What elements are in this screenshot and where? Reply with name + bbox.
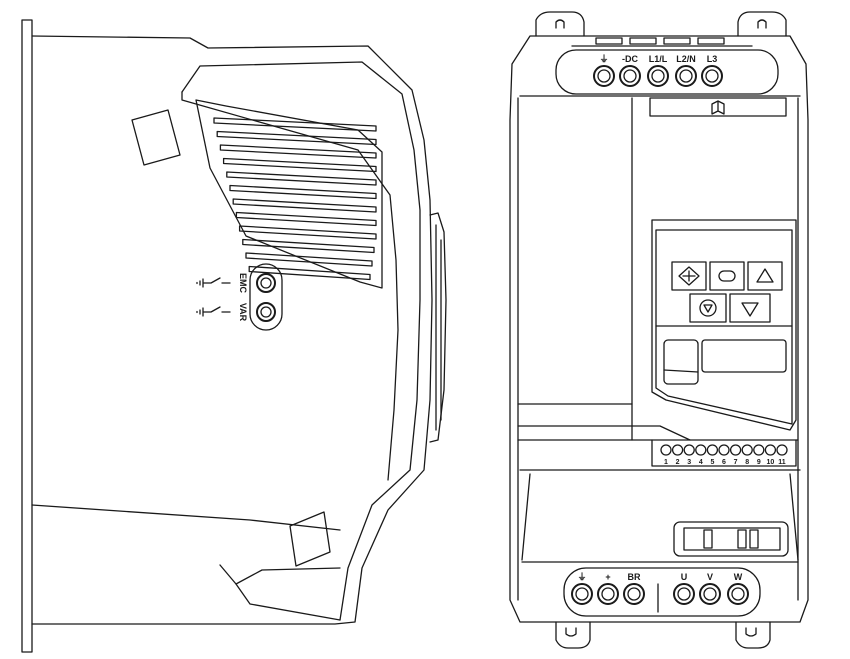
navigate-icon xyxy=(678,266,700,286)
side-panel-edge xyxy=(181,91,399,481)
side-lower-contour-2 xyxy=(235,567,341,585)
control-terminal-screw[interactable] xyxy=(683,444,695,456)
top-terminal-screw[interactable] xyxy=(593,65,615,87)
emc-ground-symbol-icon xyxy=(196,277,231,288)
bottom-terminals: ⏚ + BR U V W xyxy=(571,572,749,605)
side-keypad-edge xyxy=(429,212,447,443)
side-lower-contour xyxy=(219,564,341,621)
top-terminals: ⏚ -DC L1/L L2/N L3 xyxy=(593,54,723,87)
mounting-plate xyxy=(21,19,33,653)
top-terminal-screw[interactable] xyxy=(619,65,641,87)
slide-switch-housing xyxy=(673,521,789,557)
side-body xyxy=(31,35,433,625)
stop-button[interactable] xyxy=(689,293,727,323)
control-terminal-label: 3 xyxy=(687,459,691,466)
var-ground-symbol-icon xyxy=(196,306,231,317)
control-terminal-screw[interactable] xyxy=(695,444,707,456)
top-terminal-label: ⏚ xyxy=(599,54,608,64)
control-terminal-label: 7 xyxy=(734,459,738,466)
bottom-mount-tab-left xyxy=(555,621,591,649)
top-grooves xyxy=(595,37,725,45)
side-inner-contour xyxy=(181,61,421,621)
down-icon xyxy=(741,302,759,317)
bottom-terminal-label: U xyxy=(681,572,688,582)
top-terminal-label: -DC xyxy=(622,54,638,64)
bottom-terminal-label: + xyxy=(605,572,610,582)
emc-label: EMC xyxy=(238,273,248,294)
vent-frame xyxy=(195,99,383,289)
bottom-terminal-block xyxy=(563,567,761,617)
bottom-terminal-screw[interactable] xyxy=(571,583,593,605)
control-terminal-label: 1 xyxy=(664,459,668,466)
var-switch[interactable] xyxy=(256,302,276,322)
bottom-terminal-label: BR xyxy=(628,572,641,582)
control-terminal-label: 8 xyxy=(745,459,749,466)
var-label: VAR xyxy=(238,303,248,322)
control-terminal-screw[interactable] xyxy=(718,444,730,456)
control-terminal-label: 9 xyxy=(757,459,761,466)
top-terminal-label: L1/L xyxy=(649,54,668,64)
top-terminal-label: L3 xyxy=(707,54,718,64)
front-view: ⏚ -DC L1/L L2/N L3 xyxy=(509,11,809,649)
control-terminal-screw[interactable] xyxy=(764,444,777,456)
bottom-terminal-screw[interactable] xyxy=(673,583,695,605)
control-terminal-label: 5 xyxy=(710,459,714,466)
control-terminal-screw[interactable] xyxy=(753,444,765,456)
control-terminal-label: 10 xyxy=(767,459,775,466)
control-terminal-screw[interactable] xyxy=(660,444,672,456)
front-body xyxy=(509,35,809,623)
bottom-terminal-screw[interactable] xyxy=(597,583,619,605)
side-base-edge xyxy=(31,504,341,531)
keypad-housing xyxy=(651,219,797,431)
display-window xyxy=(701,339,787,373)
slide-switch[interactable] xyxy=(683,527,781,551)
bottom-terminal-label: W xyxy=(734,572,743,582)
control-terminal-screw[interactable] xyxy=(741,444,753,456)
indicator-window xyxy=(663,339,699,385)
top-terminal-screw[interactable] xyxy=(675,65,697,87)
bottom-terminal-screw[interactable] xyxy=(699,583,721,605)
navigate-cycle-button[interactable] xyxy=(709,261,745,291)
manual-flap xyxy=(649,97,787,117)
control-terminal-screw[interactable] xyxy=(671,444,684,456)
side-view: EMC VAR xyxy=(21,19,447,653)
vent-grille xyxy=(213,117,377,281)
front-cover xyxy=(517,97,799,441)
up-icon xyxy=(756,268,774,283)
navigate-button[interactable] xyxy=(671,261,707,291)
book-icon xyxy=(711,100,725,115)
cycle-icon xyxy=(718,270,736,282)
control-terminal-screw[interactable] xyxy=(729,444,742,456)
keypad-frame xyxy=(655,229,793,327)
top-terminal-block xyxy=(555,49,779,95)
side-slot-bottom xyxy=(289,511,331,567)
control-terminal-screw[interactable] xyxy=(776,444,788,456)
bottom-terminal-label: V xyxy=(707,572,713,582)
control-terminal-label: 6 xyxy=(722,459,726,466)
top-terminal-screw[interactable] xyxy=(647,65,669,87)
top-terminal-screw[interactable] xyxy=(701,65,723,87)
stop-icon xyxy=(699,299,717,317)
down-button[interactable] xyxy=(729,293,771,323)
control-terminal-label: 4 xyxy=(699,459,703,466)
control-terminal-label: 11 xyxy=(778,459,786,466)
control-terminal-label: 2 xyxy=(676,459,680,466)
up-button[interactable] xyxy=(747,261,783,291)
bottom-mount-tab-right xyxy=(735,621,771,649)
side-slot-top xyxy=(131,109,181,166)
control-terminal-screw[interactable] xyxy=(706,444,719,456)
top-mount-tab-right xyxy=(737,11,787,37)
switch-pod xyxy=(249,263,283,331)
top-terminal-label: L2/N xyxy=(676,54,696,64)
emc-switch[interactable] xyxy=(256,273,276,293)
top-mount-tab-left xyxy=(535,11,585,37)
bottom-terminal-label: ⏚ xyxy=(577,572,586,582)
bottom-terminal-screw[interactable] xyxy=(623,583,645,605)
bottom-terminal-screw[interactable] xyxy=(727,583,749,605)
